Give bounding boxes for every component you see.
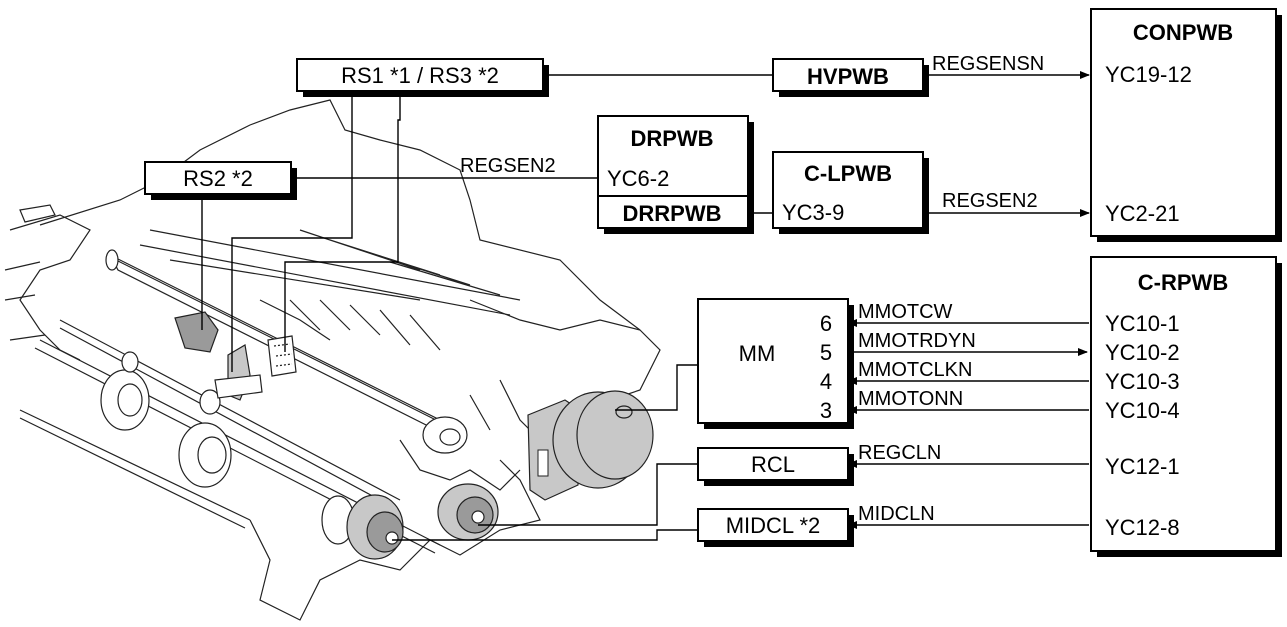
sensor-rs2-box: RS2 *2 <box>145 162 297 200</box>
rcl-label: RCL <box>751 452 795 477</box>
main-motor-box: MM 6 5 4 3 <box>698 299 854 429</box>
crpwb-pin: YC12-1 <box>1105 454 1180 479</box>
conpwb-title: CONPWB <box>1133 20 1233 45</box>
drrpwb-label: DRRPWB <box>623 201 722 226</box>
drpwb-title: DRPWB <box>630 126 713 151</box>
motor-pin: 6 <box>820 311 832 336</box>
crpwb-pin: YC12-8 <box>1105 515 1180 540</box>
motor-pin: 3 <box>820 398 832 423</box>
midcl-label: MIDCL *2 <box>726 513 821 538</box>
clpwb-pin: YC3-9 <box>782 200 844 225</box>
main-motor-label: MM <box>739 341 776 366</box>
signal-label: REGSENSN <box>932 53 1044 75</box>
signal-label: MMOTRDYN <box>858 330 976 352</box>
motor-pin: 4 <box>820 369 832 394</box>
crpwb-box: C-RPWB YC10-1 YC10-2 YC10-3 YC10-4 YC12-… <box>1091 257 1282 557</box>
conpwb-box: CONPWB YC19-12 YC2-21 <box>1091 9 1282 242</box>
conpwb-pin: YC19-12 <box>1105 62 1192 87</box>
signal-label: REGSEN2 <box>942 190 1038 212</box>
crpwb-pin: YC10-4 <box>1105 398 1180 423</box>
crpwb-pin: YC10-2 <box>1105 340 1180 365</box>
motor-pin: 5 <box>820 340 832 365</box>
signal-label: MIDCLN <box>858 503 935 525</box>
signal-label: MMOTCLKN <box>858 359 972 381</box>
crpwb-pin: YC10-3 <box>1105 369 1180 394</box>
conpwb-pin: YC2-21 <box>1105 201 1180 226</box>
signal-label: MMOTONN <box>858 388 963 410</box>
signal-label: MMOTCW <box>858 301 953 323</box>
drpwb-box: DRPWB YC6-2 DRRPWB <box>598 116 754 234</box>
crpwb-title: C-RPWB <box>1138 270 1228 295</box>
crpwb-pin: YC10-1 <box>1105 311 1180 336</box>
drpwb-pin: YC6-2 <box>607 166 669 191</box>
sensor-rs1-rs3-label: RS1 *1 / RS3 *2 <box>341 63 499 88</box>
hvpwb-box: HVPWB <box>773 59 929 97</box>
rcl-box: RCL <box>698 448 854 486</box>
sensor-rs2-label: RS2 *2 <box>183 166 253 191</box>
clpwb-title: C-LPWB <box>804 161 892 186</box>
clpwb-box: C-LPWB YC3-9 <box>773 152 929 234</box>
signal-label: REGSEN2 <box>460 155 556 177</box>
sensor-rs1-rs3-box: RS1 *1 / RS3 *2 <box>297 59 549 97</box>
hvpwb-label: HVPWB <box>807 64 889 89</box>
midcl-box: MIDCL *2 <box>698 509 854 547</box>
signal-label: REGCLN <box>858 442 941 464</box>
